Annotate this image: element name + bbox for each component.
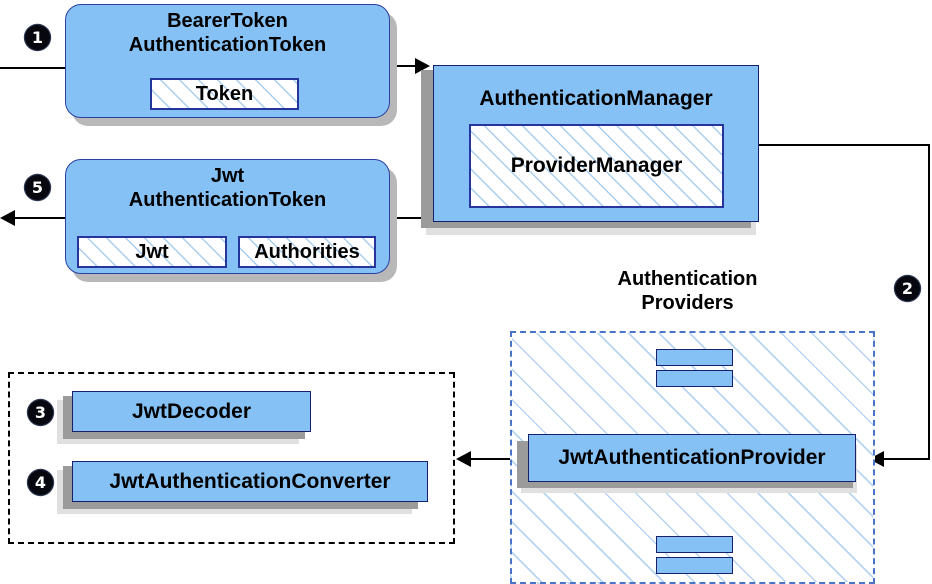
authentication-providers-caption-line2: Providers	[641, 292, 734, 314]
bearer-token-title-line2: AuthenticationToken	[128, 33, 327, 56]
step-bullet-2: 2	[895, 276, 920, 301]
jwt-authentication-provider-label: JwtAuthenticationProvider	[558, 446, 826, 470]
arrowhead-provider-to-support	[456, 451, 471, 467]
bearer-token-inner-token-label: Token	[195, 82, 254, 105]
connector-manager-out-top	[759, 144, 930, 146]
connector-manager-out-down	[928, 144, 930, 459]
step-bullet-1: 1	[25, 25, 50, 50]
support-group-region	[8, 372, 455, 544]
step-bullet-3: 3	[28, 400, 53, 425]
provider-manager-box[interactable]	[469, 124, 724, 208]
authentication-providers-caption-line1: Authentication	[617, 268, 758, 290]
connector-response-out	[14, 217, 67, 219]
connector-manager-to-jwt-token	[389, 217, 433, 219]
jwt-authentication-converter-label: JwtAuthenticationConverter	[109, 469, 391, 493]
provider-stack-bar-bottom-1	[656, 536, 733, 553]
authentication-manager-title: AuthenticationManager	[479, 87, 713, 111]
jwt-auth-token-inner-authorities-label: Authorities	[254, 240, 360, 263]
connector-to-provider	[884, 458, 930, 460]
connector-bearer-to-manager	[389, 65, 419, 67]
connector-request-in	[0, 67, 66, 69]
step-bullet-4: 4	[28, 470, 53, 495]
provider-stack-bar-top-1	[656, 349, 733, 366]
provider-manager-label: ProviderManager	[510, 154, 683, 178]
jwt-auth-token-inner-authorities-box[interactable]	[238, 236, 376, 268]
jwt-decoder-box[interactable]	[72, 391, 311, 432]
provider-stack-bar-top-2	[656, 370, 733, 387]
jwt-authentication-converter-box[interactable]	[72, 461, 428, 502]
bearer-token-title-line1: BearerToken	[167, 9, 288, 32]
step-bullet-5: 5	[25, 175, 50, 200]
provider-stack-bar-bottom-2	[656, 557, 733, 574]
jwt-auth-token-inner-jwt-label: Jwt	[135, 240, 169, 263]
jwt-auth-token-inner-jwt-box[interactable]	[77, 236, 227, 268]
bearer-token-inner-token-box[interactable]	[150, 78, 299, 110]
connector-provider-to-support	[470, 458, 526, 460]
jwt-authentication-provider-box[interactable]	[528, 434, 856, 482]
arrowhead-response-out	[0, 210, 15, 226]
jwt-auth-token-title-line1: Jwt	[210, 164, 245, 187]
jwt-decoder-label: JwtDecoder	[131, 399, 252, 423]
jwt-auth-token-title-line2: AuthenticationToken	[128, 188, 327, 211]
